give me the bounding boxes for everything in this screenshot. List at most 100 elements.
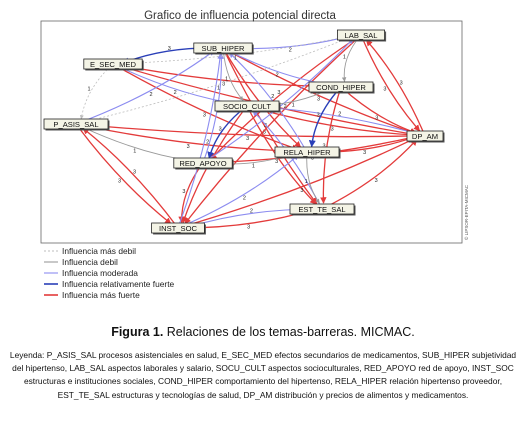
legend-label: Influencia moderada: [62, 268, 138, 278]
edge-weight-label: 3: [311, 156, 314, 162]
node-label: P_ASIS_SAL: [53, 120, 98, 129]
edge-p_asis_sal-to-lab_sal: [75, 36, 352, 125]
watermark-text: © LIPSOR-EPITA-MICMAC: [463, 184, 469, 240]
node-lab-sal: LAB_SAL: [336, 29, 387, 42]
edge-dp_am-to-lab_sal: [365, 39, 426, 137]
edge-weight-label: 3: [182, 189, 185, 195]
edge-weight-label: 2: [243, 196, 246, 202]
edge-weight-label: 3: [400, 81, 403, 87]
edge-weight-label: 1: [217, 86, 220, 92]
edge-lab_sal-to-inst_soc: [184, 34, 362, 225]
edge-p_asis_sal-to-dp_am: [75, 123, 416, 140]
legend-label: Influencia más debil: [62, 246, 136, 256]
edge-inst_soc-to-sub_hiper: [177, 53, 223, 229]
edge-weight-label: 3: [275, 159, 278, 165]
edge-weight-label: 3: [331, 127, 334, 133]
edge-sub_hiper-to-est_te_sal: [222, 47, 318, 205]
graph-frame: [40, 20, 463, 244]
edge-weight-label: 2: [206, 139, 209, 145]
edge-weight-label: 3: [168, 46, 171, 52]
node-label: RELA_HIPER: [283, 148, 331, 157]
node-box: [193, 42, 253, 54]
legend-description: Leyenda: P_ASIS_SAL procesos asistencial…: [9, 350, 517, 400]
edge-e_sec_med-to-p_asis_sal: [79, 63, 114, 120]
node-box: [336, 29, 385, 41]
node-label: E_SEC_MED: [90, 60, 137, 69]
node-box: [173, 157, 233, 169]
edge-weight-label: 1: [252, 164, 255, 170]
node-box: [214, 100, 280, 112]
graph-title: Grafico de influencia potencial directa: [144, 10, 336, 22]
node-label: RED_APOYO: [179, 159, 226, 168]
edge-weight-label: 1: [225, 77, 228, 83]
edge-weight-label: 2: [250, 208, 253, 214]
edge-cond_hiper-to-est_te_sal: [320, 86, 342, 204]
edge-weight-label: 2: [271, 94, 274, 100]
node-label: COND_HIPER: [316, 83, 366, 92]
edge-weight-label: 3: [375, 178, 378, 184]
node-rela-hiper: RELA_HIPER: [274, 146, 341, 159]
node-label: EST_TE_SAL: [298, 205, 345, 214]
node-box: [43, 118, 109, 130]
edge-inst_soc-to-p_asis_sal: [82, 127, 179, 229]
node-label: SOCIO_CULT: [223, 102, 271, 111]
nodes-layer: P_ASIS_SAL E_SEC_MED SUB_HIPER LAB_SAL COND_…: [43, 29, 445, 235]
edge-lab_sal-to-dp_am: [360, 34, 421, 132]
edge-p_asis_sal-to-sub_hiper: [75, 50, 215, 125]
node-inst-soc: INST_SOC: [151, 222, 206, 235]
node-label: SUB_HIPER: [201, 44, 245, 53]
edge-weight-label: 3: [317, 113, 320, 119]
edge-weight-label: 3: [133, 170, 136, 176]
edge-weight-label: 2: [284, 104, 287, 110]
figure-caption: Figura 1. Relaciones de los temas-barrer…: [0, 325, 526, 339]
node-dp-am: DP_AM: [406, 130, 445, 143]
edge-p_asis_sal-to-inst_soc: [75, 123, 172, 225]
node-label: INST_SOC: [159, 224, 197, 233]
legend-label: Influencia más fuerte: [62, 290, 140, 300]
edge-weight-label: 3: [187, 144, 190, 150]
edge-weight-label: 3: [322, 143, 325, 149]
edge-weight-label: 2: [289, 48, 292, 54]
node-box: [289, 203, 355, 215]
edge-weight-label: 2: [149, 92, 152, 98]
node-sub-hiper: SUB_HIPER: [193, 42, 254, 55]
node-box: [83, 58, 143, 70]
edge-weight-label: 1: [343, 55, 346, 61]
edge-weight-label: 3: [300, 188, 303, 194]
edge-weight-label: 3: [277, 90, 280, 96]
edge-est_te_sal-to-dp_am: [321, 138, 418, 210]
edge-weight-label: 3: [263, 129, 266, 135]
node-box: [308, 81, 374, 93]
edge-weight-label: 3: [219, 126, 222, 132]
node-label: LAB_SAL: [345, 31, 378, 40]
node-box: [274, 146, 340, 158]
edge-lab_sal-to-red_apoyo: [210, 34, 362, 160]
node-e-sec-med: E_SEC_MED: [83, 58, 144, 71]
edge-e_sec_med-to-rela_hiper: [112, 63, 299, 151]
node-label: DP_AM: [412, 132, 438, 141]
edge-weight-label: 3: [203, 113, 206, 119]
edge-weight-label: 3: [118, 179, 121, 185]
edge-socio_cult-to-est_te_sal: [246, 105, 317, 205]
edge-weight-label: 1: [305, 179, 308, 185]
edge-weight-label: 1: [292, 103, 295, 109]
node-box: [151, 222, 205, 234]
edge-weight-label: 1: [234, 56, 237, 62]
edge-weight-label: 3: [264, 123, 267, 129]
edge-weight-label: 3: [317, 97, 320, 103]
edge-weight-label: 2: [174, 90, 177, 96]
figure-caption-number: Figura 1.: [111, 325, 164, 339]
edge-weight-label: 3: [246, 136, 249, 142]
edge-weight-label: 1: [133, 149, 136, 155]
edge-weight-label: 3: [222, 81, 225, 87]
edge-weight-label: 2: [338, 111, 341, 117]
legend-label: Influencia relativamente fuerte: [62, 279, 175, 289]
node-cond-hiper: COND_HIPER: [308, 81, 375, 94]
node-box: [406, 130, 444, 142]
edge-weight-label: 3: [383, 87, 386, 93]
edge-inst_soc-to-rela_hiper: [177, 154, 299, 229]
edge-weight-label: 1: [87, 87, 90, 93]
edge-sub_hiper-to-dp_am: [222, 47, 417, 135]
